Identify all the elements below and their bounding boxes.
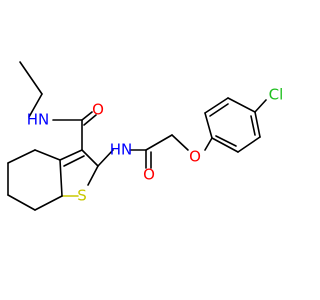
bond-c-o1-a bbox=[81, 111, 93, 121]
molecule-structure-diagram: HN O HN O O S Cl bbox=[7, 61, 284, 211]
bond-ar-5 bbox=[237, 136, 261, 153]
atom-label-o-amide2: O bbox=[143, 166, 155, 184]
bond-ar-2-double bbox=[209, 103, 229, 117]
bond-ch2-o bbox=[171, 134, 189, 151]
bond-c-cl bbox=[254, 99, 267, 113]
bond-c3-c3a bbox=[59, 149, 83, 161]
atom-label-n-amide2: HN bbox=[110, 141, 133, 159]
bond-c7-c7a bbox=[34, 195, 63, 211]
atom-label-n-amide1: HN bbox=[27, 111, 50, 129]
bond-o-c-aryl bbox=[204, 137, 213, 151]
atom-label-o-ether: O bbox=[189, 148, 201, 166]
bond-ar-6 bbox=[211, 137, 239, 153]
bond-ar-6-double bbox=[215, 135, 237, 147]
bond-c3a-c4 bbox=[34, 149, 61, 161]
molecule-drawing: HN O HN O O S Cl bbox=[7, 61, 284, 211]
atom-label-s-ring: S bbox=[77, 187, 87, 205]
bond-c2-s bbox=[87, 165, 99, 186]
bond-ethyl-ch2-to-n bbox=[28, 93, 43, 118]
bond-ar-1 bbox=[204, 112, 213, 139]
bond-c3-c2 bbox=[81, 149, 99, 167]
bond-c-ch2 bbox=[145, 134, 173, 151]
bond-c4-c5 bbox=[7, 149, 36, 164]
bond-ar-3 bbox=[227, 97, 256, 113]
bond-ar-4-double bbox=[250, 115, 256, 136]
bond-ar-4 bbox=[254, 111, 261, 138]
bond-ar-2 bbox=[204, 97, 229, 114]
bond-c3-c3a-double bbox=[63, 155, 85, 167]
atom-label-cl: Cl bbox=[269, 86, 284, 104]
bond-ethyl-ch3 bbox=[19, 61, 43, 95]
bond-c6-c7 bbox=[7, 194, 36, 211]
bond-c2-n2 bbox=[97, 149, 114, 167]
bond-c3a-c7a bbox=[59, 159, 63, 197]
atom-label-o-amide1: O bbox=[92, 101, 104, 119]
bond-c-o1-b bbox=[83, 114, 97, 126]
